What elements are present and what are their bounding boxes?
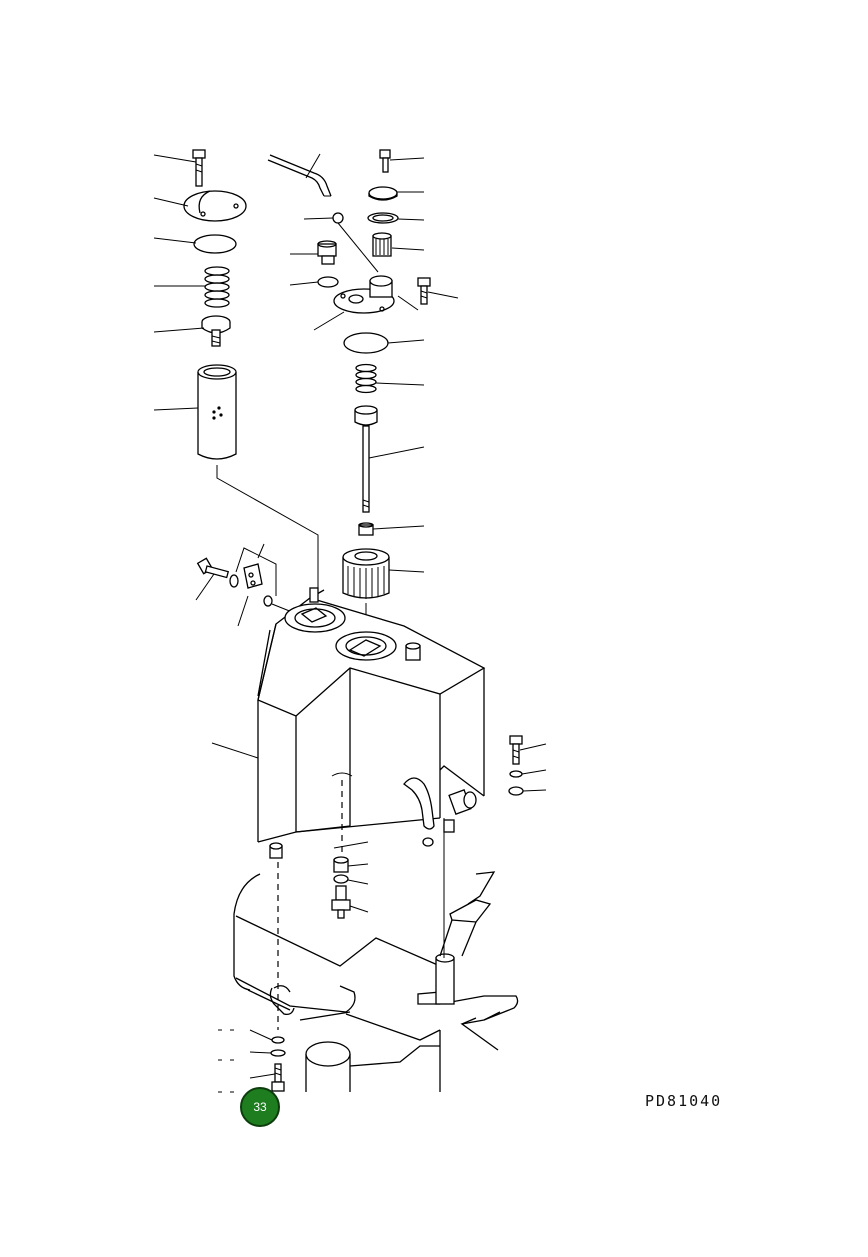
breather-tube	[267, 153, 332, 197]
bottom-hardware	[218, 1029, 286, 1093]
right-mount-parts	[508, 735, 547, 796]
suction-strainer-element	[197, 364, 237, 460]
small-clip	[332, 212, 379, 273]
bracket-washer-2	[263, 595, 273, 607]
valve-rod	[354, 405, 378, 513]
bracket-parts	[195, 543, 293, 627]
nut	[358, 522, 374, 536]
bottom-washer	[271, 1036, 285, 1044]
frame-bracket-right	[439, 871, 496, 957]
frame-lug	[269, 985, 295, 1016]
bottom-bolt	[271, 1063, 285, 1092]
right-callout-leaders	[289, 157, 459, 573]
left-callout-leaders	[153, 154, 206, 411]
element-position-line	[216, 465, 319, 592]
drain-parts	[331, 856, 369, 919]
frame-cylinder	[305, 1041, 351, 1092]
tank-callout-leaders	[211, 742, 369, 849]
hydraulic-tank	[257, 587, 486, 859]
bracket-bolt	[196, 557, 230, 579]
bottom-spring-washer	[270, 1049, 286, 1057]
filter-cover-plate	[183, 190, 247, 222]
plug-hex	[317, 240, 337, 265]
plug-o-ring	[317, 276, 339, 288]
tank-drain-fitting	[269, 842, 283, 859]
snap-ring	[367, 212, 399, 224]
cover-bolt	[192, 149, 206, 187]
return-spring	[355, 363, 377, 394]
tank-side-fitting	[403, 765, 485, 847]
cap	[368, 186, 398, 201]
left-filter-stack	[183, 149, 319, 592]
filter-spring	[204, 266, 230, 308]
page-number-badge[interactable]: 33	[240, 1087, 280, 1127]
tank-boss	[405, 642, 421, 661]
breather-element	[372, 232, 392, 257]
machine-frame	[233, 818, 519, 1092]
frame-post	[435, 953, 455, 1005]
tank-return-port	[335, 631, 397, 661]
return-filter-element	[342, 548, 390, 599]
bracket	[243, 563, 263, 589]
right-filter-stack	[317, 149, 431, 630]
drain-sleeve	[333, 856, 349, 873]
mount-washer	[508, 786, 524, 796]
cover-bolt-right	[417, 277, 431, 305]
bracket-washer	[229, 574, 239, 588]
drain-valve	[331, 885, 351, 919]
mount-bolt	[509, 735, 523, 765]
page-number-label: 33	[253, 1100, 267, 1114]
mount-spring-washer	[509, 770, 523, 778]
return-filter-cover	[333, 275, 395, 314]
drawing-code: PD81040	[645, 1092, 723, 1110]
cover-o-ring	[193, 234, 237, 254]
return-cover-o-ring	[343, 332, 389, 354]
tank-suction-port	[284, 587, 346, 633]
bypass-valve	[201, 315, 231, 347]
drain-o-ring	[333, 874, 349, 884]
plug-small	[379, 149, 391, 173]
